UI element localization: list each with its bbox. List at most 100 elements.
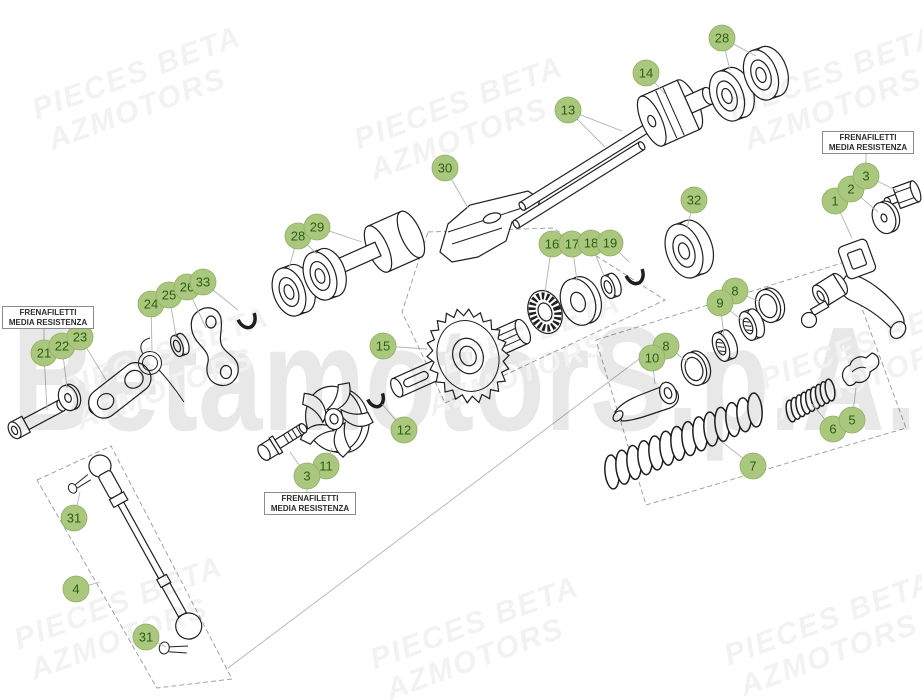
leader-line (88, 581, 101, 586)
part-spring-keeper-5 (841, 352, 880, 387)
leader-line (307, 244, 318, 255)
leader-line (576, 118, 606, 148)
svg-text:28: 28 (715, 31, 729, 46)
svg-text:4: 4 (72, 582, 79, 597)
leader-line (451, 179, 469, 209)
leader-line (395, 346, 428, 350)
leader-line (860, 197, 879, 213)
svg-text:28: 28 (291, 229, 305, 244)
leader-line (544, 256, 551, 293)
part-washer-22 (57, 383, 82, 412)
svg-text:12: 12 (397, 423, 411, 438)
svg-text:30: 30 (438, 161, 452, 176)
leader-line (76, 491, 81, 506)
svg-text:29: 29 (310, 220, 324, 235)
callout-33: 33 (189, 268, 217, 296)
svg-text:1: 1 (831, 194, 838, 209)
svg-text:8: 8 (731, 284, 738, 299)
svg-text:3: 3 (862, 169, 869, 184)
leader-line (733, 43, 757, 57)
part-ring-8a (754, 287, 786, 324)
svg-text:6: 6 (829, 422, 836, 437)
callout-3: 3 (293, 462, 321, 490)
svg-text:9: 9 (716, 296, 723, 311)
leader-line (721, 441, 743, 459)
part-circlip-33 (235, 302, 257, 330)
part-gear-15 (390, 308, 532, 404)
leader-line (724, 50, 731, 71)
leader-line (877, 181, 899, 192)
leader-line (676, 353, 689, 363)
leader-line (44, 365, 48, 411)
part-lever-plate-23 (88, 362, 152, 419)
leader-line (840, 212, 853, 239)
svg-text:19: 19 (603, 236, 617, 251)
svg-text:2: 2 (847, 182, 854, 197)
svg-text:25: 25 (162, 288, 176, 303)
svg-text:8: 8 (662, 339, 669, 354)
leader-line (573, 256, 578, 282)
leader-line (381, 403, 396, 421)
note-frenafiletti-right: FRENAFILETTI MEDIA RESISTENZA (822, 131, 914, 154)
callout-4: 4 (62, 575, 90, 603)
svg-text:21: 21 (37, 346, 51, 361)
leader-line (595, 254, 605, 277)
svg-text:23: 23 (73, 330, 87, 345)
note-line2: MEDIA RESISTENZA (828, 142, 908, 152)
part-bolt-3-impeller (257, 423, 308, 461)
part-impeller-11 (299, 382, 374, 458)
callout-28: 28 (708, 24, 736, 52)
leader-line (288, 248, 295, 269)
callout-29: 29 (303, 213, 331, 241)
leader-line (289, 451, 300, 466)
part-kick-lever-10 (612, 381, 680, 422)
part-bushing-18 (600, 272, 622, 300)
svg-text:24: 24 (144, 297, 158, 312)
part-bearing-32 (664, 219, 715, 279)
svg-text:11: 11 (319, 459, 333, 474)
callout-32: 32 (680, 186, 708, 214)
part-ratchet-9b (711, 329, 739, 362)
callout-12: 12 (390, 416, 418, 444)
note-line1: FRENAFILETTI (839, 133, 897, 142)
leader-line (212, 289, 239, 311)
leader-line (618, 251, 630, 263)
svg-text:10: 10 (645, 351, 659, 366)
note-line2: MEDIA RESISTENZA (270, 503, 350, 513)
part-kick-rod-4 (88, 454, 203, 640)
part-bearing-28a2 (742, 45, 789, 101)
callout-10: 10 (638, 344, 666, 372)
callout-19: 19 (596, 229, 624, 257)
leader-line (86, 347, 107, 381)
svg-text:17: 17 (565, 237, 579, 252)
leader-line (653, 370, 656, 385)
part-cotter-pin-31b (158, 641, 188, 655)
part-cotter-pin-31a (67, 474, 91, 494)
svg-text:13: 13 (561, 103, 575, 118)
callout-31: 31 (132, 623, 160, 651)
callout-15: 15 (369, 332, 397, 360)
callout-5: 5 (838, 406, 866, 434)
part-roller-25 (170, 332, 190, 358)
leader-line (730, 310, 743, 321)
svg-text:15: 15 (376, 339, 390, 354)
part-shaft-hub-29 (315, 210, 426, 282)
svg-text:14: 14 (639, 66, 653, 81)
part-washer-17 (559, 276, 603, 326)
note-line2: MEDIA RESISTENZA (8, 317, 88, 327)
part-ring-8b (680, 350, 712, 387)
note-line1: FRENAFILETTI (19, 308, 77, 317)
part-socket-bolt-21 (7, 399, 67, 440)
leader-line (654, 82, 667, 96)
svg-text:31: 31 (139, 630, 153, 645)
callout-30: 30 (431, 154, 459, 182)
callout-14: 14 (632, 59, 660, 87)
connector-lever-to-rod (227, 355, 644, 669)
